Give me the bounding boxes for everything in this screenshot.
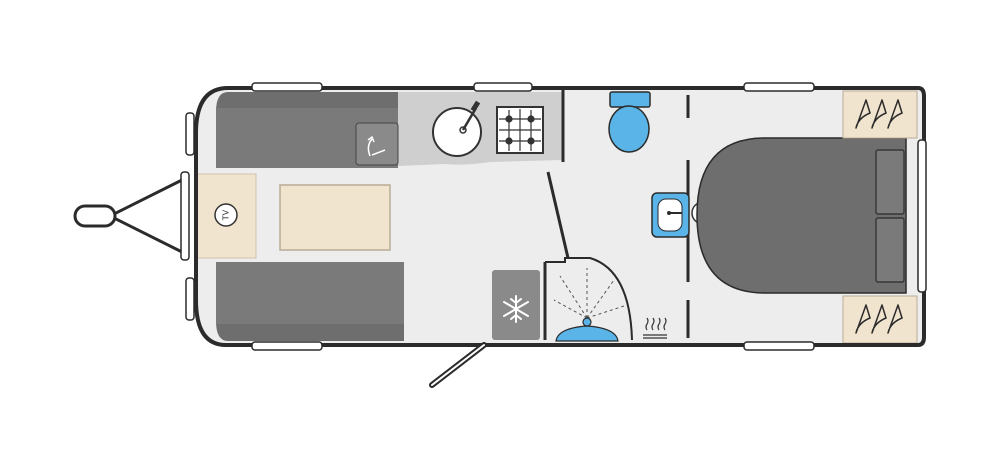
front-seat-lower-cushion <box>216 262 404 324</box>
tv-icon-label: TV <box>222 209 231 221</box>
snowflake-icon <box>503 295 529 323</box>
entry-door <box>429 342 487 388</box>
oven-icon <box>355 122 399 166</box>
washbasin-icon <box>651 192 690 238</box>
hanger-icon <box>855 99 903 129</box>
hanger-icon <box>855 304 903 334</box>
washroom-door <box>546 171 570 259</box>
wardrobe-upper <box>842 90 918 139</box>
wardrobe-lower <box>842 295 918 344</box>
tv-icon: TV <box>214 203 238 227</box>
gas-hob-icon <box>496 106 544 154</box>
bed-pillows <box>875 149 905 283</box>
island-bed <box>696 137 907 294</box>
heater-icon <box>643 317 667 339</box>
toilet-icon <box>608 91 651 153</box>
dining-table <box>279 184 391 251</box>
tow-hitch <box>73 176 188 256</box>
shower-icon <box>543 257 633 342</box>
fridge <box>492 270 540 340</box>
kitchen-sink-icon <box>432 100 482 157</box>
windows <box>180 82 927 351</box>
